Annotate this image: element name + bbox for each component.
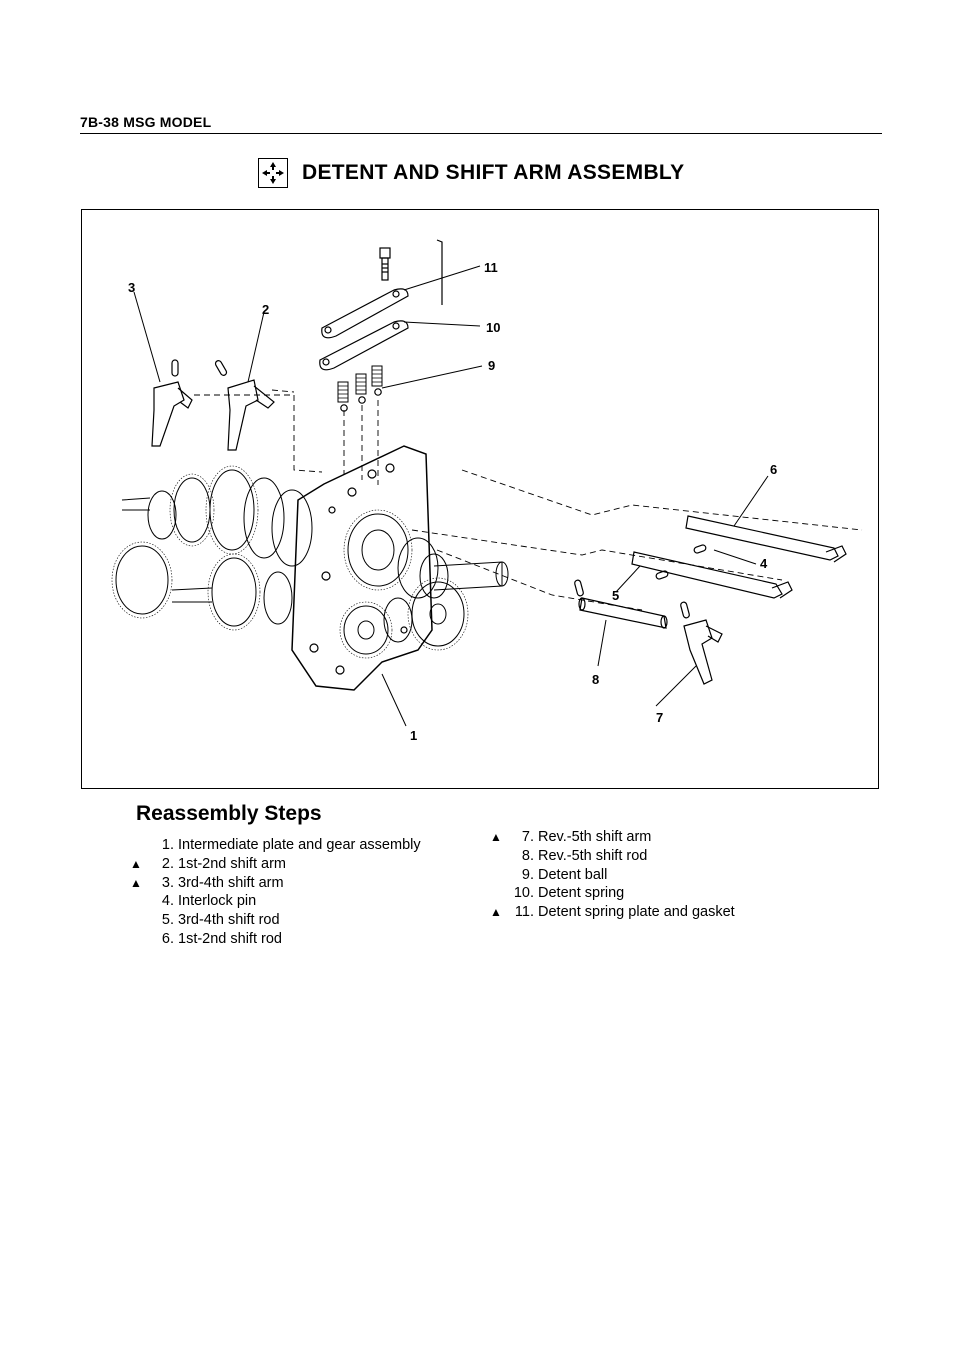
step-number: 11. xyxy=(514,904,534,921)
step-text: 1st-2nd shift arm xyxy=(178,855,286,872)
title-row: DETENT AND SHIFT ARM ASSEMBLY xyxy=(258,156,684,190)
step-number: 7. xyxy=(521,829,534,845)
step-text: Rev.-5th shift arm xyxy=(538,829,652,845)
steps-heading: Reassembly Steps xyxy=(136,802,322,825)
header-rule xyxy=(80,133,882,134)
callout-5: 5 xyxy=(612,588,619,603)
caution-triangle-icon: ▲ xyxy=(490,905,502,920)
step-text: Rev.-5th shift rod xyxy=(538,847,648,864)
callout-11: 11 xyxy=(484,260,498,275)
callout-9: 9 xyxy=(488,358,495,373)
step-text: Detent spring plate and gasket xyxy=(538,904,735,921)
step-text: Detent ball xyxy=(538,866,608,883)
page-header: 7B-38 MSG MODEL xyxy=(80,114,212,130)
diagram-svg: 1 2 3 4 5 6 7 8 9 10 11 xyxy=(111,239,863,743)
page-title: DETENT AND SHIFT ARM ASSEMBLY xyxy=(302,161,685,184)
step-number: 3. xyxy=(161,874,174,891)
callout-3: 3 xyxy=(128,280,135,295)
step-text: Interlock pin xyxy=(178,893,257,910)
step-text: 3rd-4th shift rod xyxy=(178,912,280,929)
step-number: 5. xyxy=(161,912,174,929)
callout-7: 7 xyxy=(656,710,663,725)
step-text: Detent spring xyxy=(538,885,625,902)
caution-triangle-icon: ▲ xyxy=(490,830,502,844)
caution-triangle-icon: ▲ xyxy=(130,856,142,871)
step-number: 6. xyxy=(161,930,174,947)
step-number: 10. xyxy=(513,885,534,902)
callout-10: 10 xyxy=(486,320,500,335)
assembly-arrows-icon xyxy=(258,158,288,188)
step-number: 2. xyxy=(161,855,174,872)
step-number: 4. xyxy=(161,893,174,910)
callout-2: 2 xyxy=(262,302,269,317)
caution-triangle-icon: ▲ xyxy=(130,875,142,890)
callout-6: 6 xyxy=(770,462,777,477)
step-text: 1st-2nd shift rod xyxy=(178,930,282,947)
step-number: 1. xyxy=(161,837,174,853)
step-number: 8. xyxy=(521,847,534,864)
step-text: 3rd-4th shift arm xyxy=(178,874,284,891)
step-text: Intermediate plate and gear assembly xyxy=(178,837,421,853)
callout-1: 1 xyxy=(410,728,417,743)
step-number: 9. xyxy=(521,866,534,883)
callout-8: 8 xyxy=(592,672,599,687)
callout-4: 4 xyxy=(760,556,768,571)
exploded-diagram: 1 2 3 4 5 6 7 8 9 10 11 xyxy=(81,209,879,789)
